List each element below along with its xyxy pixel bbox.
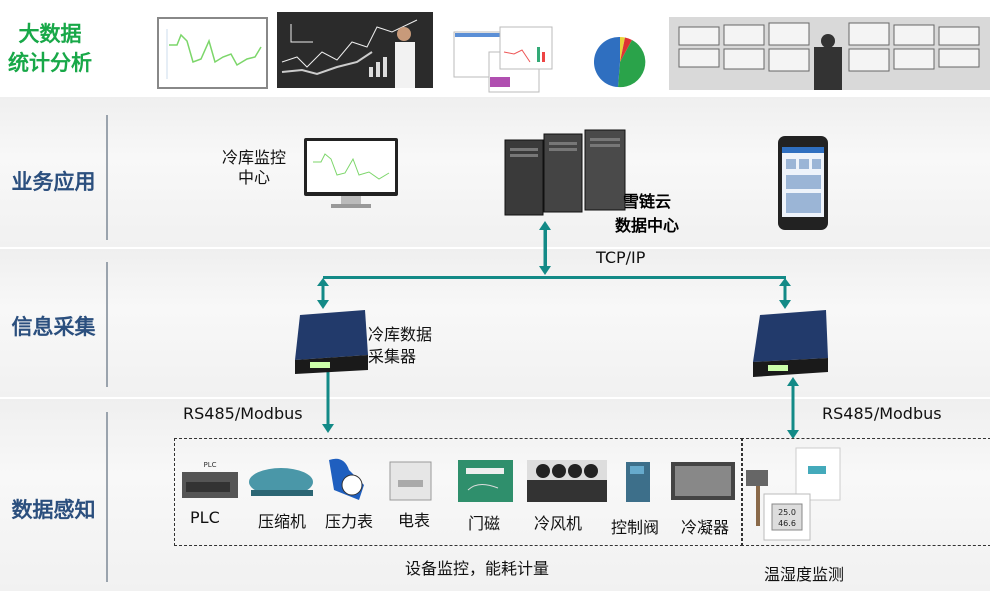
- collector-label-line1: 冷库数据: [368, 325, 433, 344]
- row-divider: [106, 262, 108, 387]
- row-label-sensing: 数据感知: [11, 498, 96, 522]
- collector-label-line2: 采集器: [368, 347, 417, 366]
- mobile-phone-icon: [778, 136, 828, 230]
- device-label-door-sensor: 门磁: [468, 514, 501, 533]
- dashboard-screens-image: [453, 26, 553, 93]
- sensor-group-caption: 温湿度监测: [764, 565, 845, 584]
- monitor-computer-icon: [304, 138, 398, 208]
- pressure-gauge-image: [329, 458, 364, 500]
- device-label-control-valve: 控制阀: [611, 518, 660, 537]
- monitor-center-label-line1: 冷库监控: [222, 148, 287, 167]
- monitor-center-label-line2: 中心: [238, 168, 271, 187]
- device-label-electric-meter: 电表: [398, 511, 431, 530]
- plc-tag-text: PLC: [203, 461, 216, 469]
- device-label-air-cooler: 冷风机: [534, 514, 583, 533]
- server-cluster-icon: [504, 129, 626, 216]
- row-divider: [106, 412, 108, 582]
- bigdata-title-line1: 大数据: [18, 22, 82, 46]
- analytics-blackboard-image: [277, 12, 433, 88]
- datacenter-label-line1: 雪链云: [623, 192, 672, 211]
- row-label-business: 业务应用: [11, 170, 96, 194]
- monitor-center-label: 冷库监控 中心: [222, 148, 286, 188]
- collector-device-left: [295, 310, 368, 374]
- equipment-group-box: [174, 438, 743, 546]
- svg-text:25.0: 25.0: [778, 508, 796, 517]
- row-divider: [106, 115, 108, 240]
- bigdata-title-line2: 统计分析: [8, 51, 92, 75]
- door-sensor-image: [458, 460, 513, 502]
- temperature-humidity-sensors-image: 25.0 46.6: [746, 447, 841, 541]
- rs485-label-right: RS485/Modbus: [822, 404, 942, 423]
- tcpip-label: TCP/IP: [596, 248, 646, 267]
- line-chart-thumbnail: [157, 17, 268, 89]
- air-cooler-image: [527, 460, 607, 502]
- datacenter-label: 雪链云 数据中心: [615, 190, 679, 238]
- control-valve-image: [626, 462, 650, 502]
- rs485-label-left: RS485/Modbus: [183, 404, 303, 423]
- equipment-group-caption: 设备监控，能耗计量: [405, 559, 550, 578]
- collector-label: 冷库数据 采集器: [368, 324, 432, 368]
- pie-chart-thumbnail: [593, 36, 646, 88]
- tcpip-bus-line: [323, 276, 786, 279]
- svg-text:46.6: 46.6: [778, 519, 796, 528]
- row-label-collection: 信息采集: [11, 315, 96, 339]
- plc-device-image: PLC: [182, 461, 238, 498]
- device-label-plc: PLC: [190, 508, 220, 527]
- collector-device-right: [753, 310, 828, 377]
- device-label-pressure-gauge: 压力表: [325, 512, 374, 531]
- bigdata-title: 大数据 统计分析: [0, 20, 100, 78]
- condenser-image: [671, 462, 735, 500]
- device-label-condenser: 冷凝器: [681, 518, 730, 537]
- compressor-image: [249, 468, 313, 496]
- datacenter-label-line2: 数据中心: [615, 216, 680, 235]
- device-label-compressor: 压缩机: [258, 512, 307, 531]
- electric-meter-image: [389, 461, 432, 501]
- sensor-group-box: [741, 438, 990, 546]
- monitoring-wall-image: [669, 17, 990, 90]
